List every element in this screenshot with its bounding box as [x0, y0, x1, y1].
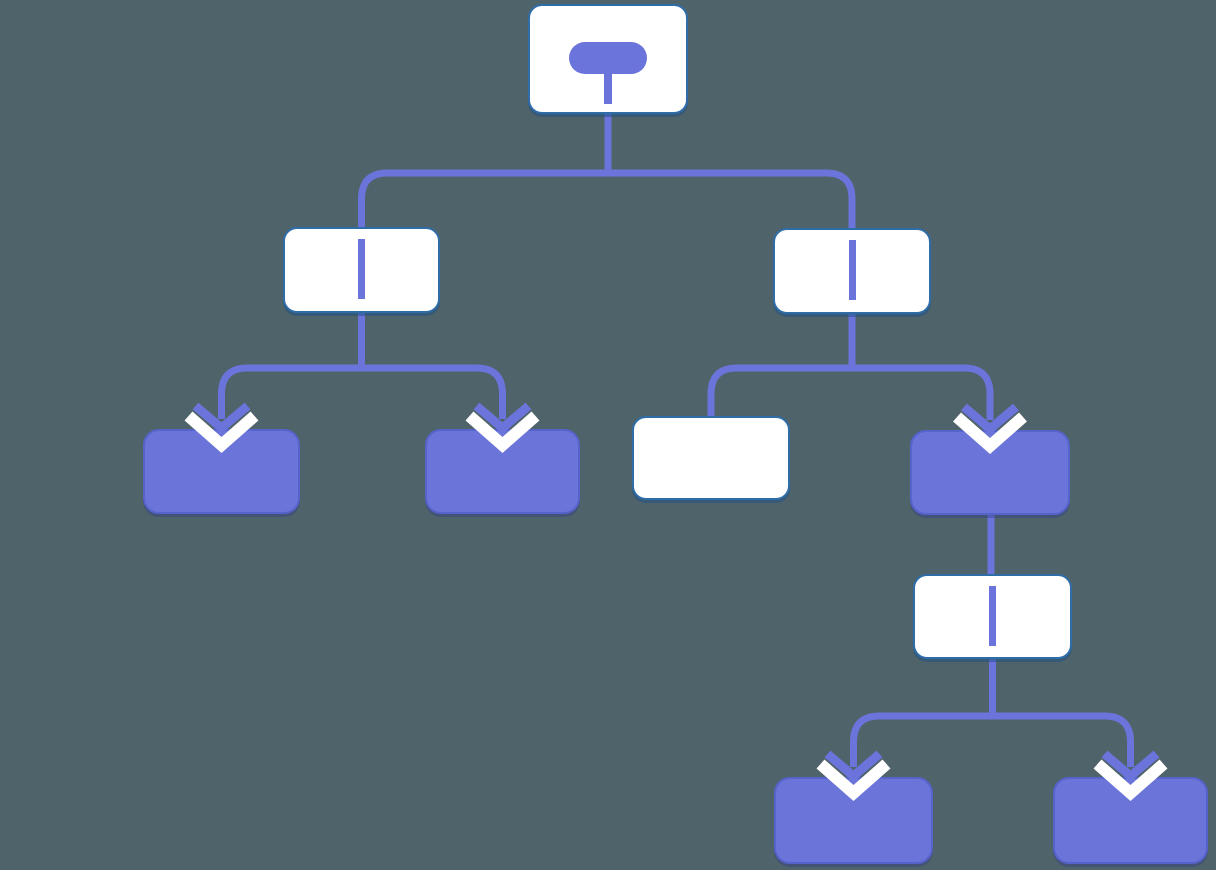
branch-node-left[interactable]	[283, 227, 440, 313]
vertical-line-icon	[989, 586, 996, 646]
leaf-node-5[interactable]	[774, 777, 933, 864]
vertical-line-icon	[848, 240, 856, 300]
connector-split	[707, 364, 994, 420]
connector-split	[218, 364, 506, 419]
root-node[interactable]	[528, 4, 688, 114]
leaf-node-6[interactable]	[1053, 777, 1208, 864]
connector-split	[850, 712, 1134, 767]
branch-node-bottom[interactable]	[913, 574, 1072, 659]
pill-icon	[569, 42, 647, 74]
leaf-node-4[interactable]	[910, 430, 1070, 515]
pill-stem-icon	[604, 72, 612, 104]
branch-node-right[interactable]	[773, 228, 931, 314]
leaf-node-2[interactable]	[425, 429, 580, 514]
connector-split	[358, 169, 856, 231]
vertical-line-icon	[358, 239, 365, 299]
leaf-node-empty[interactable]	[632, 416, 790, 500]
leaf-node-1[interactable]	[143, 429, 300, 514]
